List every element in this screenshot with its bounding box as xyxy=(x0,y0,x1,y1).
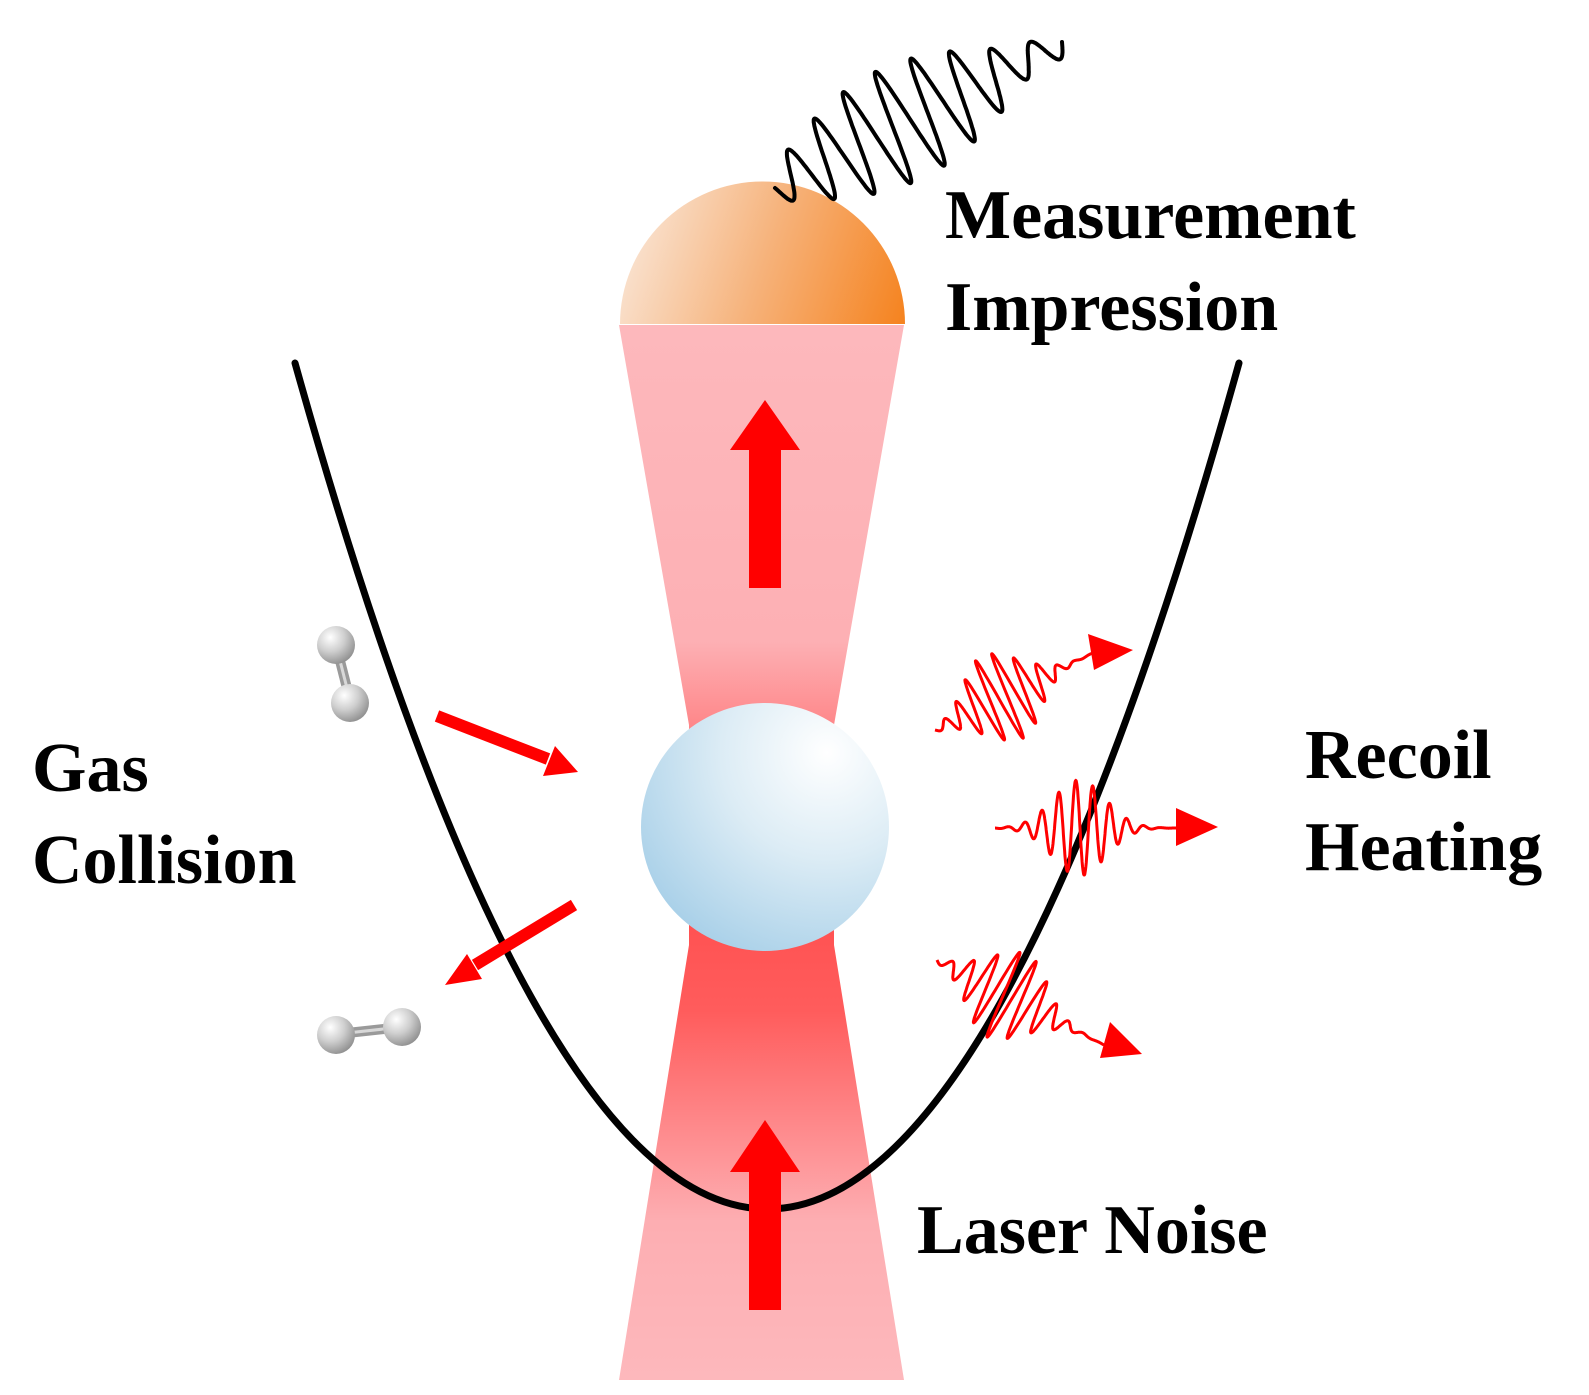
laser-noise-up-arrow xyxy=(730,1120,800,1310)
gas-label-line-2: Collision xyxy=(32,822,297,899)
measurement-label-line-2: Impression xyxy=(945,269,1279,346)
recoil-label-line-2: Heating xyxy=(1305,809,1543,886)
measurement-photon-wave xyxy=(773,39,1065,203)
particle-sphere xyxy=(641,703,889,951)
laser-noise-label: Laser Noise xyxy=(917,1185,1268,1277)
recoil-photon-top xyxy=(933,634,1133,742)
recoil-heating-label: Recoil Heating xyxy=(1305,710,1542,894)
recoil-photon-middle xyxy=(993,778,1218,877)
laser-noise-label-text: Laser Noise xyxy=(917,1192,1268,1269)
gas-incoming-arrow xyxy=(434,710,578,776)
recoil-label-line-1: Recoil xyxy=(1305,717,1492,794)
gas-outgoing-arrow xyxy=(445,899,578,985)
gas-molecule-top xyxy=(317,626,369,722)
recoil-photon-bottom xyxy=(935,950,1142,1058)
measurement-up-arrow xyxy=(730,400,800,588)
gas-label-line-1: Gas xyxy=(32,730,149,807)
gas-molecule-bottom xyxy=(317,1008,421,1054)
measurement-label-line-1: Measurement xyxy=(945,177,1356,254)
detector-hemisphere xyxy=(620,181,905,324)
measurement-impression-label: Measurement Impression xyxy=(945,170,1356,354)
gas-collision-label: Gas Collision xyxy=(32,723,297,907)
